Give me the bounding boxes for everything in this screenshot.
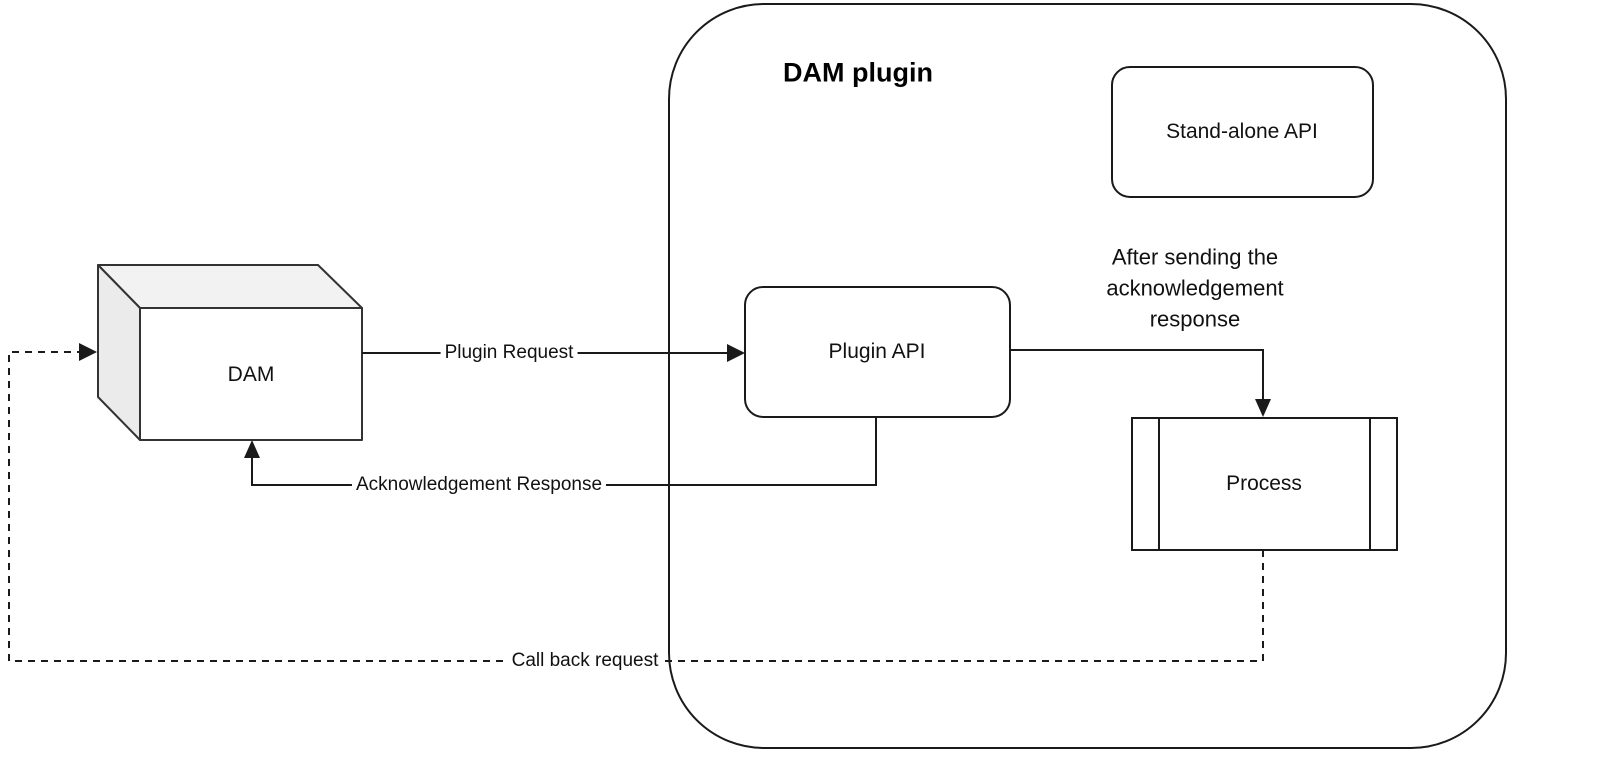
callback-request-arrowhead xyxy=(79,343,97,361)
dam-cube xyxy=(97,264,363,441)
dam-cube-front-face xyxy=(139,307,363,441)
callback-request-arrow xyxy=(8,343,1264,662)
annotation-line-3: response xyxy=(1149,306,1241,332)
acknowledgement-response-arrowhead xyxy=(244,440,260,458)
process-label: Process xyxy=(1226,472,1302,495)
process-box xyxy=(1131,417,1398,551)
callback-request-label: Call back request xyxy=(507,650,663,672)
after-sending-annotation: After sending the acknowledgement respon… xyxy=(1030,242,1360,335)
plugin-api-to-process-arrow xyxy=(1010,349,1271,417)
dam-plugin-title: DAM plugin xyxy=(783,57,933,88)
plugin-request-arrowhead xyxy=(727,344,745,362)
standalone-api-label: Stand-alone API xyxy=(1166,120,1318,143)
acknowledgement-response-label: Acknowledgement Response xyxy=(351,474,607,496)
plugin-api-box xyxy=(744,286,1011,418)
plugin-request-label: Plugin Request xyxy=(440,342,578,364)
annotation-line-1: After sending the xyxy=(1111,244,1279,270)
dam-cube-top-face xyxy=(97,264,363,309)
plugin-api-to-process-arrowhead xyxy=(1255,399,1271,417)
standalone-api-box xyxy=(1111,66,1374,198)
dam-label: DAM xyxy=(227,363,275,386)
annotation-line-2: acknowledgement xyxy=(1106,275,1284,301)
plugin-api-label: Plugin API xyxy=(828,340,926,363)
